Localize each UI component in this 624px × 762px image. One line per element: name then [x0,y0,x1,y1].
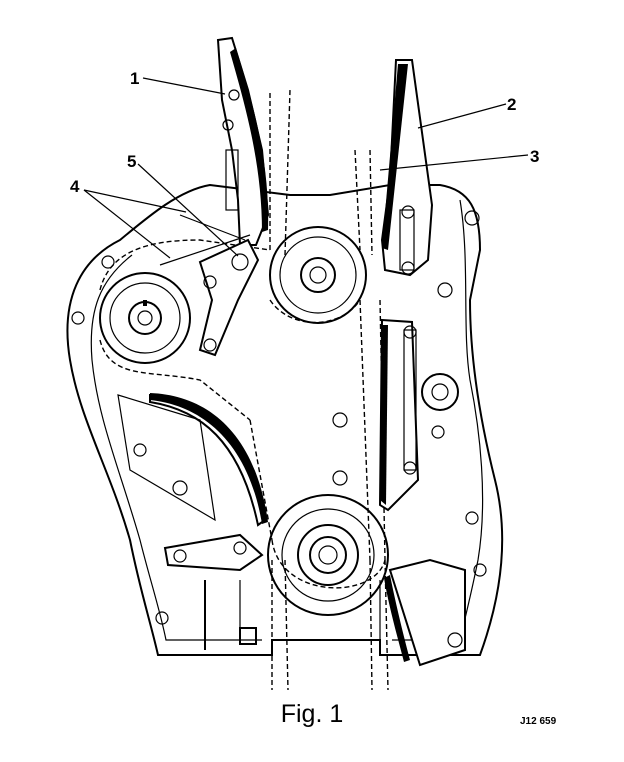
figure-caption: Fig. 1 [280,700,344,728]
figure-reference-code: J12 659 [520,716,557,727]
crankshaft-sprocket [267,494,389,616]
callout-4: 4 [70,177,80,196]
chain-tensioner-plunger [159,214,260,357]
callout-1: 1 [130,69,139,88]
upper-chain-guide-rail [216,36,270,246]
left-camshaft-sprocket [99,272,191,364]
callout-5: 5 [127,152,136,171]
lower-tensioner-arm [163,533,264,572]
intermediate-sprocket [269,226,367,324]
right-lower-chain-guide [378,318,420,512]
callout-3: 3 [530,147,539,166]
right-idler-gear [421,373,459,411]
bottom-right-tensioner [384,558,466,667]
callout-leader-lines [83,77,529,259]
left-lower-tensioner-rail [117,393,268,527]
timing-chain-lower [249,419,389,691]
callout-2: 2 [507,95,516,114]
